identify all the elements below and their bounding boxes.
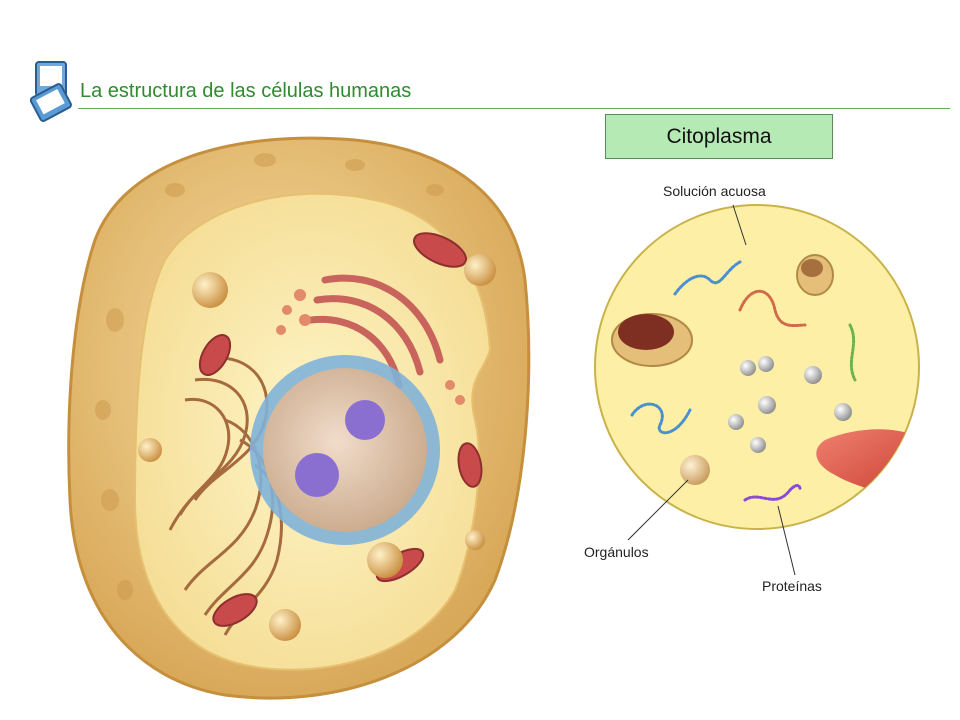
leader-organelles (627, 479, 689, 541)
slide-stack-icon (30, 61, 72, 122)
vesicles (138, 254, 496, 641)
label-organelles: Orgánulos (584, 544, 649, 560)
organelle-large (611, 313, 693, 367)
page-title: La estructura de las células humanas (80, 80, 412, 102)
organelle-small (680, 455, 710, 485)
label-aqueous-solution: Solución acuosa (663, 183, 766, 199)
leader-proteins (777, 505, 796, 576)
chromatin-1 (345, 400, 385, 440)
section-title: Citoplasma (666, 124, 772, 148)
human-cell-illustration (67, 136, 531, 700)
section-title-box: Citoplasma (605, 114, 833, 159)
ribosomes (276, 289, 465, 405)
leader-aqueous (732, 204, 747, 246)
organelle-cup (796, 254, 834, 296)
nucleus (263, 368, 427, 532)
cytoplasm-zoom-illustration (594, 204, 920, 576)
mitochondria (198, 232, 483, 627)
protein-strands (630, 260, 857, 502)
title-divider (78, 108, 950, 109)
label-proteins: Proteínas (762, 578, 822, 594)
solute-molecules (728, 356, 852, 453)
chromatin-2 (295, 453, 339, 497)
